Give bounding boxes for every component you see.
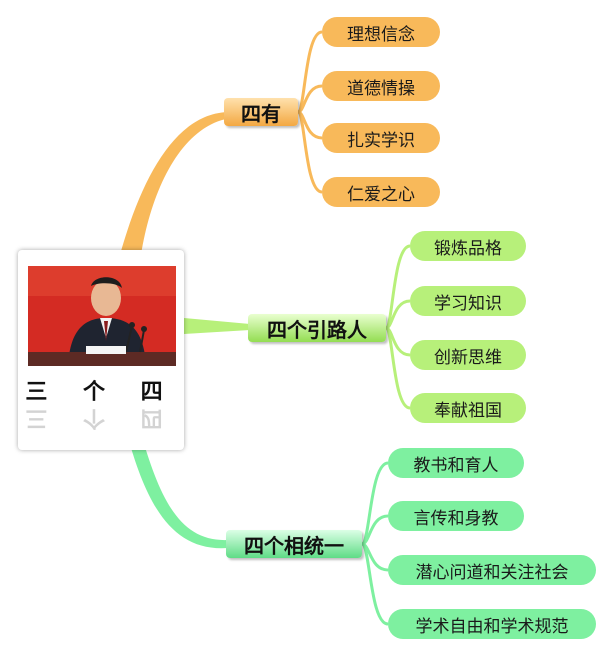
leaf-jiaoshuheyuren[interactable]: 教书和育人 [388, 448, 524, 478]
leaf-qianxinwendao[interactable]: 潜心问道和关注社会 [388, 555, 596, 585]
root-photo [28, 266, 176, 366]
link-root-sīyǒu [118, 112, 232, 262]
link-root-sigeyinluren [184, 318, 250, 334]
links-siyou-items [296, 30, 323, 194]
branch-siyou[interactable]: 四有 [224, 98, 298, 126]
leaf-lixiangxinnian[interactable]: 理想信念 [322, 17, 440, 47]
leaf-duanlianpinge[interactable]: 锻炼品格 [410, 231, 526, 261]
leaf-fengxianzuguo[interactable]: 奉献祖国 [410, 393, 526, 423]
leaf-zhashixueshi[interactable]: 扎实学识 [322, 123, 440, 153]
leaf-xuexizhishi[interactable]: 学习知识 [410, 286, 526, 316]
branch-sigeyinluren[interactable]: 四个引路人 [248, 314, 386, 342]
root-title: 三 个 四 [25, 380, 177, 405]
root-node[interactable]: 三 个 四 三 个 四 [18, 250, 184, 450]
root-title-reflection: 三 个 四 [25, 405, 177, 430]
leaf-yanchuanheshenjiao[interactable]: 言传和身教 [388, 501, 524, 531]
leaf-xueshuziyou[interactable]: 学术自由和学术规范 [388, 609, 596, 639]
leaf-renaizhixin[interactable]: 仁爱之心 [322, 177, 440, 207]
links-yinluren-items [384, 244, 411, 410]
leaf-chuangxinsiwei[interactable]: 创新思维 [410, 340, 526, 370]
portrait-image [28, 266, 176, 366]
links-xiangtongyi-items [360, 461, 389, 626]
branch-sigexiangtongyi[interactable]: 四个相统一 [226, 530, 362, 558]
leaf-daodeqingcao[interactable]: 道德情操 [322, 71, 440, 101]
